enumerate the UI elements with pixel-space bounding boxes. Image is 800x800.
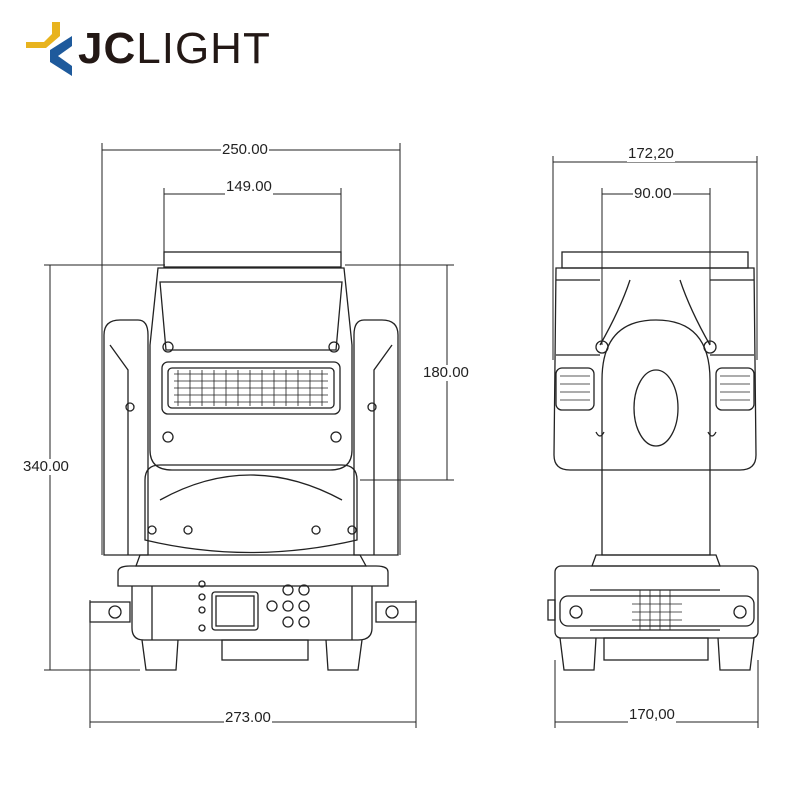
front-display-screen <box>211 591 259 631</box>
brand-logo <box>24 22 284 78</box>
dim-overall-height: 340.00 <box>22 458 70 475</box>
side-led-grid <box>560 375 750 401</box>
logo-mark-icon <box>26 22 72 76</box>
dim-overall-width: 250.00 <box>221 141 269 158</box>
front-view-fixture <box>89 251 417 671</box>
dim-base-width: 273.00 <box>224 709 272 726</box>
dim-inner-width: 90.00 <box>633 185 673 202</box>
brand-name: JCLIGHT <box>78 24 271 73</box>
dim-lens-width: 149.00 <box>225 178 273 195</box>
side-dimension-lines <box>552 156 759 728</box>
dim-overall-depth: 172,20 <box>627 145 675 162</box>
side-view-fixture <box>547 251 759 671</box>
dim-head-height: 180.00 <box>422 364 470 381</box>
dim-base-depth: 170,00 <box>628 706 676 723</box>
side-vent-grid <box>632 590 682 630</box>
led-array <box>174 370 328 406</box>
